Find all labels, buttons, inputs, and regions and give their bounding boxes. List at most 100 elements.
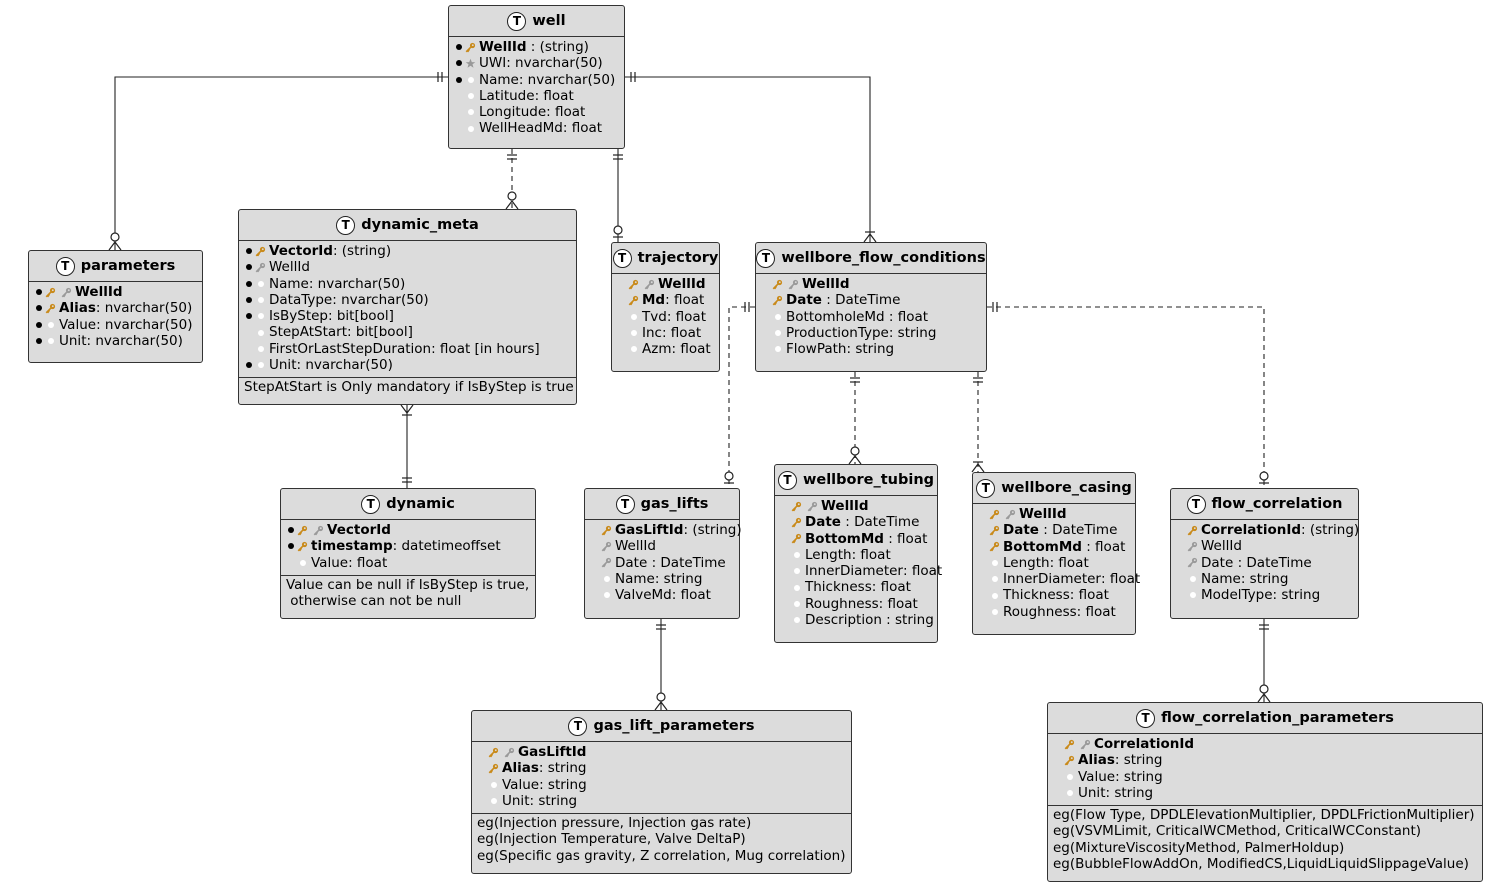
entity-title: gas_lifts <box>640 496 709 512</box>
field-row[interactable]: Description : string <box>775 612 937 628</box>
field-name: DataType <box>269 291 333 308</box>
field-row[interactable]: WellId <box>756 276 986 292</box>
relation-wfc-flow_correlation <box>987 302 1269 488</box>
field-row[interactable]: VectorId: (string) <box>239 243 576 259</box>
attribute-dot-icon <box>488 796 499 807</box>
field-row[interactable]: WellId <box>973 506 1135 522</box>
mandatory-bullet-icon <box>35 321 42 328</box>
field-row[interactable]: Name: string <box>585 571 739 587</box>
field-row[interactable]: Inc: float <box>612 325 719 341</box>
field-row[interactable]: WellHeadMd: float <box>449 120 624 136</box>
field-row[interactable]: Length: float <box>775 547 937 563</box>
entity-title: gas_lift_parameters <box>593 718 755 734</box>
field-type: : string <box>529 792 578 809</box>
field-row[interactable]: WellId <box>239 259 576 275</box>
field-row[interactable]: WellId <box>585 538 739 554</box>
field-row[interactable]: Unit: string <box>1048 785 1482 801</box>
field-row[interactable]: Name: nvarchar(50) <box>449 72 624 88</box>
field-row[interactable]: WellId : (string) <box>449 39 624 55</box>
field-row[interactable]: GasLiftId: (string) <box>585 522 742 538</box>
field-name: VectorId <box>327 522 391 538</box>
attribute-dot-icon <box>772 311 783 322</box>
field-row[interactable]: BottomholeMd : float <box>756 309 986 325</box>
field-name: StepAtStart <box>269 324 348 341</box>
field-row[interactable]: UWI: nvarchar(50) <box>449 55 624 71</box>
field-row[interactable]: Latitude: float <box>449 88 624 104</box>
field-row[interactable]: WellId <box>1171 538 1358 554</box>
field-type: : (string) <box>683 522 742 538</box>
field-row[interactable]: WellId <box>612 276 719 292</box>
field-row[interactable]: Longitude: float <box>449 104 624 120</box>
field-row[interactable]: VectorId <box>281 522 535 538</box>
field-row[interactable]: Azm: float <box>612 341 719 357</box>
field-row[interactable]: Name: string <box>1171 571 1358 587</box>
field-row[interactable]: Date : DateTime <box>973 522 1135 538</box>
field-row[interactable]: CorrelationId <box>1048 736 1482 752</box>
field-type: : float <box>1069 587 1109 604</box>
field-row[interactable]: BottomMd : float <box>973 539 1135 555</box>
field-row[interactable]: Md: float <box>612 292 719 308</box>
field-row[interactable]: Date : DateTime <box>775 514 937 530</box>
field-row[interactable]: GasLiftId <box>472 744 851 760</box>
field-row[interactable]: IsByStep: bit[bool] <box>239 308 576 324</box>
field-row[interactable]: InnerDiameter: float <box>973 571 1140 587</box>
entity-title: well <box>532 13 566 29</box>
field-row[interactable]: Length: float <box>973 555 1135 571</box>
attribute-dot-icon <box>465 123 476 134</box>
mandatory-bullet-icon <box>245 248 252 255</box>
field-row[interactable]: Value: string <box>1048 769 1482 785</box>
field-row[interactable]: Unit: nvarchar(50) <box>29 333 202 349</box>
field-row[interactable]: Thickness: float <box>973 587 1135 603</box>
field-row[interactable]: ModelType: string <box>1171 587 1358 603</box>
field-row[interactable]: Name: nvarchar(50) <box>239 276 576 292</box>
field-row[interactable]: Date : DateTime <box>756 292 986 308</box>
mandatory-bullet-icon <box>455 44 462 51</box>
field-row[interactable]: CorrelationId: (string) <box>1171 522 1359 538</box>
table-type-icon: T <box>55 256 75 276</box>
field-row[interactable]: Roughness: float <box>973 604 1135 620</box>
field-row[interactable]: Unit: string <box>472 793 851 809</box>
field-row[interactable]: ProductionType: string <box>756 325 986 341</box>
field-row[interactable]: WellId <box>775 498 937 514</box>
field-row[interactable]: StepAtStart: bit[bool] <box>239 324 576 340</box>
field-row[interactable]: Value: nvarchar(50) <box>29 317 202 333</box>
field-row[interactable]: timestamp: datetimeoffset <box>281 538 535 554</box>
field-name: Thickness <box>805 579 872 596</box>
field-row[interactable]: BottomMd : float <box>775 531 937 547</box>
field-type: : nvarchar(50) <box>86 332 183 349</box>
field-row[interactable]: Tvd: float <box>612 309 719 325</box>
field-row[interactable]: Alias: string <box>472 760 851 776</box>
relation-dynamic_meta-dynamic <box>400 404 414 488</box>
field-row[interactable]: Value: string <box>472 777 851 793</box>
field-row[interactable]: Alias: string <box>1048 752 1482 768</box>
field-row[interactable]: Roughness: float <box>775 596 937 612</box>
field-row[interactable]: DataType: nvarchar(50) <box>239 292 576 308</box>
field-row[interactable]: WellId <box>29 284 202 300</box>
field-row[interactable]: Unit: nvarchar(50) <box>239 357 576 373</box>
mandatory-bullet-icon <box>245 362 252 369</box>
field-row[interactable]: Date : DateTime <box>1171 555 1358 571</box>
attribute-dot-icon <box>628 328 639 339</box>
field-row[interactable]: FlowPath: string <box>756 341 986 357</box>
field-row[interactable]: Date : DateTime <box>585 555 739 571</box>
field-row[interactable]: FirstOrLastStepDuration: float [in hours… <box>239 341 576 357</box>
relation-wfc-wellbore_tubing <box>848 372 862 465</box>
field-row[interactable]: Thickness: float <box>775 579 937 595</box>
field-row[interactable]: ValveMd: float <box>585 587 739 603</box>
field-row[interactable]: InnerDiameter: float <box>775 563 942 579</box>
field-row[interactable]: Value: float <box>281 555 535 571</box>
field-row[interactable]: Alias: nvarchar(50) <box>29 300 202 316</box>
